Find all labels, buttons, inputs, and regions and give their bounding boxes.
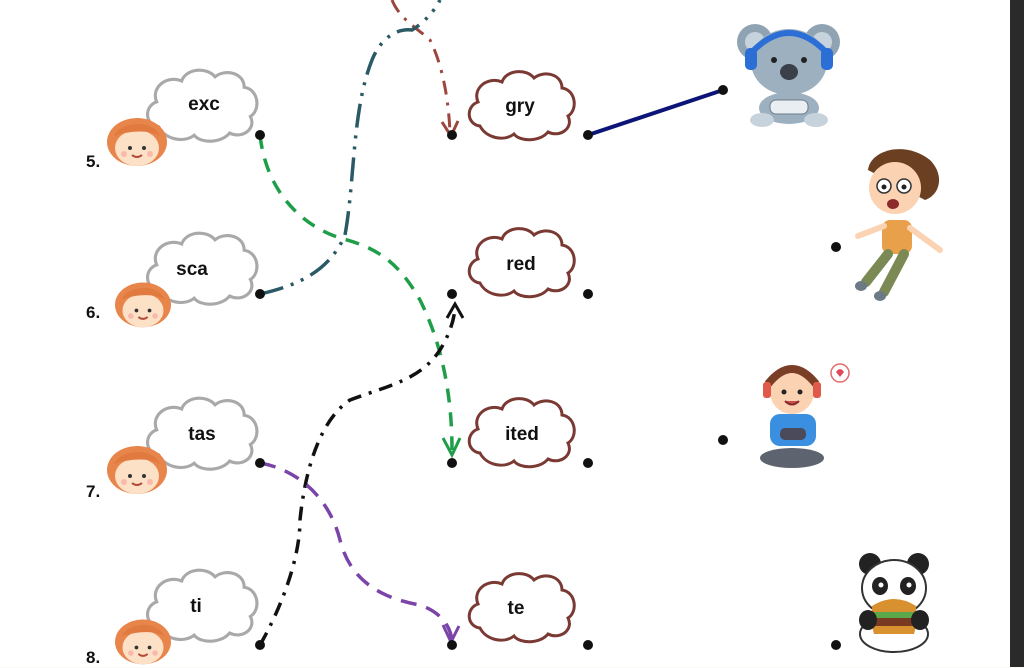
- arrowhead-black: [445, 300, 465, 319]
- middle-right-dot-2[interactable]: [583, 289, 593, 299]
- match-line-black: [258, 304, 457, 646]
- middle-syllable-2: red: [506, 254, 536, 275]
- left-syllable-5: exc: [188, 94, 220, 115]
- left-dot-7[interactable]: [255, 458, 265, 468]
- scared-boy-icon: [855, 149, 943, 301]
- match-line-purple: [259, 461, 454, 641]
- left-syllable-8: ti: [190, 596, 202, 617]
- left-syllable-6: sca: [176, 259, 208, 280]
- middle-item-gry: gry: [467, 69, 576, 142]
- picture-dot-4[interactable]: [831, 640, 841, 650]
- middle-item-red: red: [467, 226, 576, 299]
- item-number-6: 6.: [86, 303, 101, 322]
- middle-right-dot-3[interactable]: [583, 458, 593, 468]
- match-line-green: [258, 134, 454, 451]
- item-number-7: 7.: [86, 482, 101, 501]
- arrowhead-green: [441, 437, 462, 459]
- left-item-7: tas: [106, 396, 259, 495]
- middle-syllable-1: gry: [505, 96, 535, 117]
- girl-face-icon: [106, 117, 168, 167]
- match-line-navy: [587, 88, 724, 137]
- left-item-6: sca: [114, 231, 259, 329]
- left-dot-6[interactable]: [255, 289, 265, 299]
- picture-dot-3[interactable]: [718, 435, 728, 445]
- middle-right-dot-1[interactable]: [583, 130, 593, 140]
- girl-face-icon: [106, 445, 168, 495]
- viewer-right-edge: [1010, 0, 1024, 667]
- left-item-8: ti: [114, 568, 259, 666]
- middle-left-dot-3[interactable]: [447, 458, 457, 468]
- middle-left-dot-4[interactable]: [447, 640, 457, 650]
- middle-right-dot-4[interactable]: [583, 640, 593, 650]
- match-line-brown: [390, 0, 452, 133]
- picture-dot-2[interactable]: [831, 242, 841, 252]
- picture-dot-1[interactable]: [718, 85, 728, 95]
- match-line-teal: [259, 0, 442, 296]
- item-number-8: 8.: [86, 648, 101, 667]
- middle-syllable-3: ited: [505, 424, 539, 445]
- koala-gamer-icon: [737, 24, 840, 127]
- girl-face-icon: [114, 618, 172, 666]
- excited-gamer-kid-icon: [760, 363, 850, 468]
- middle-item-ited: ited: [467, 396, 576, 469]
- middle-syllable-4: te: [508, 598, 525, 619]
- left-syllable-7: tas: [188, 424, 215, 445]
- left-item-5: exc: [106, 68, 259, 167]
- middle-item-te: te: [467, 571, 576, 644]
- middle-left-dot-1[interactable]: [447, 130, 457, 140]
- middle-left-dot-2[interactable]: [447, 289, 457, 299]
- panda-eating-burger-icon: [859, 553, 929, 653]
- item-number-5: 5.: [86, 152, 101, 171]
- girl-face-icon: [114, 281, 172, 329]
- left-dot-5[interactable]: [255, 130, 265, 140]
- left-dot-8[interactable]: [255, 640, 265, 650]
